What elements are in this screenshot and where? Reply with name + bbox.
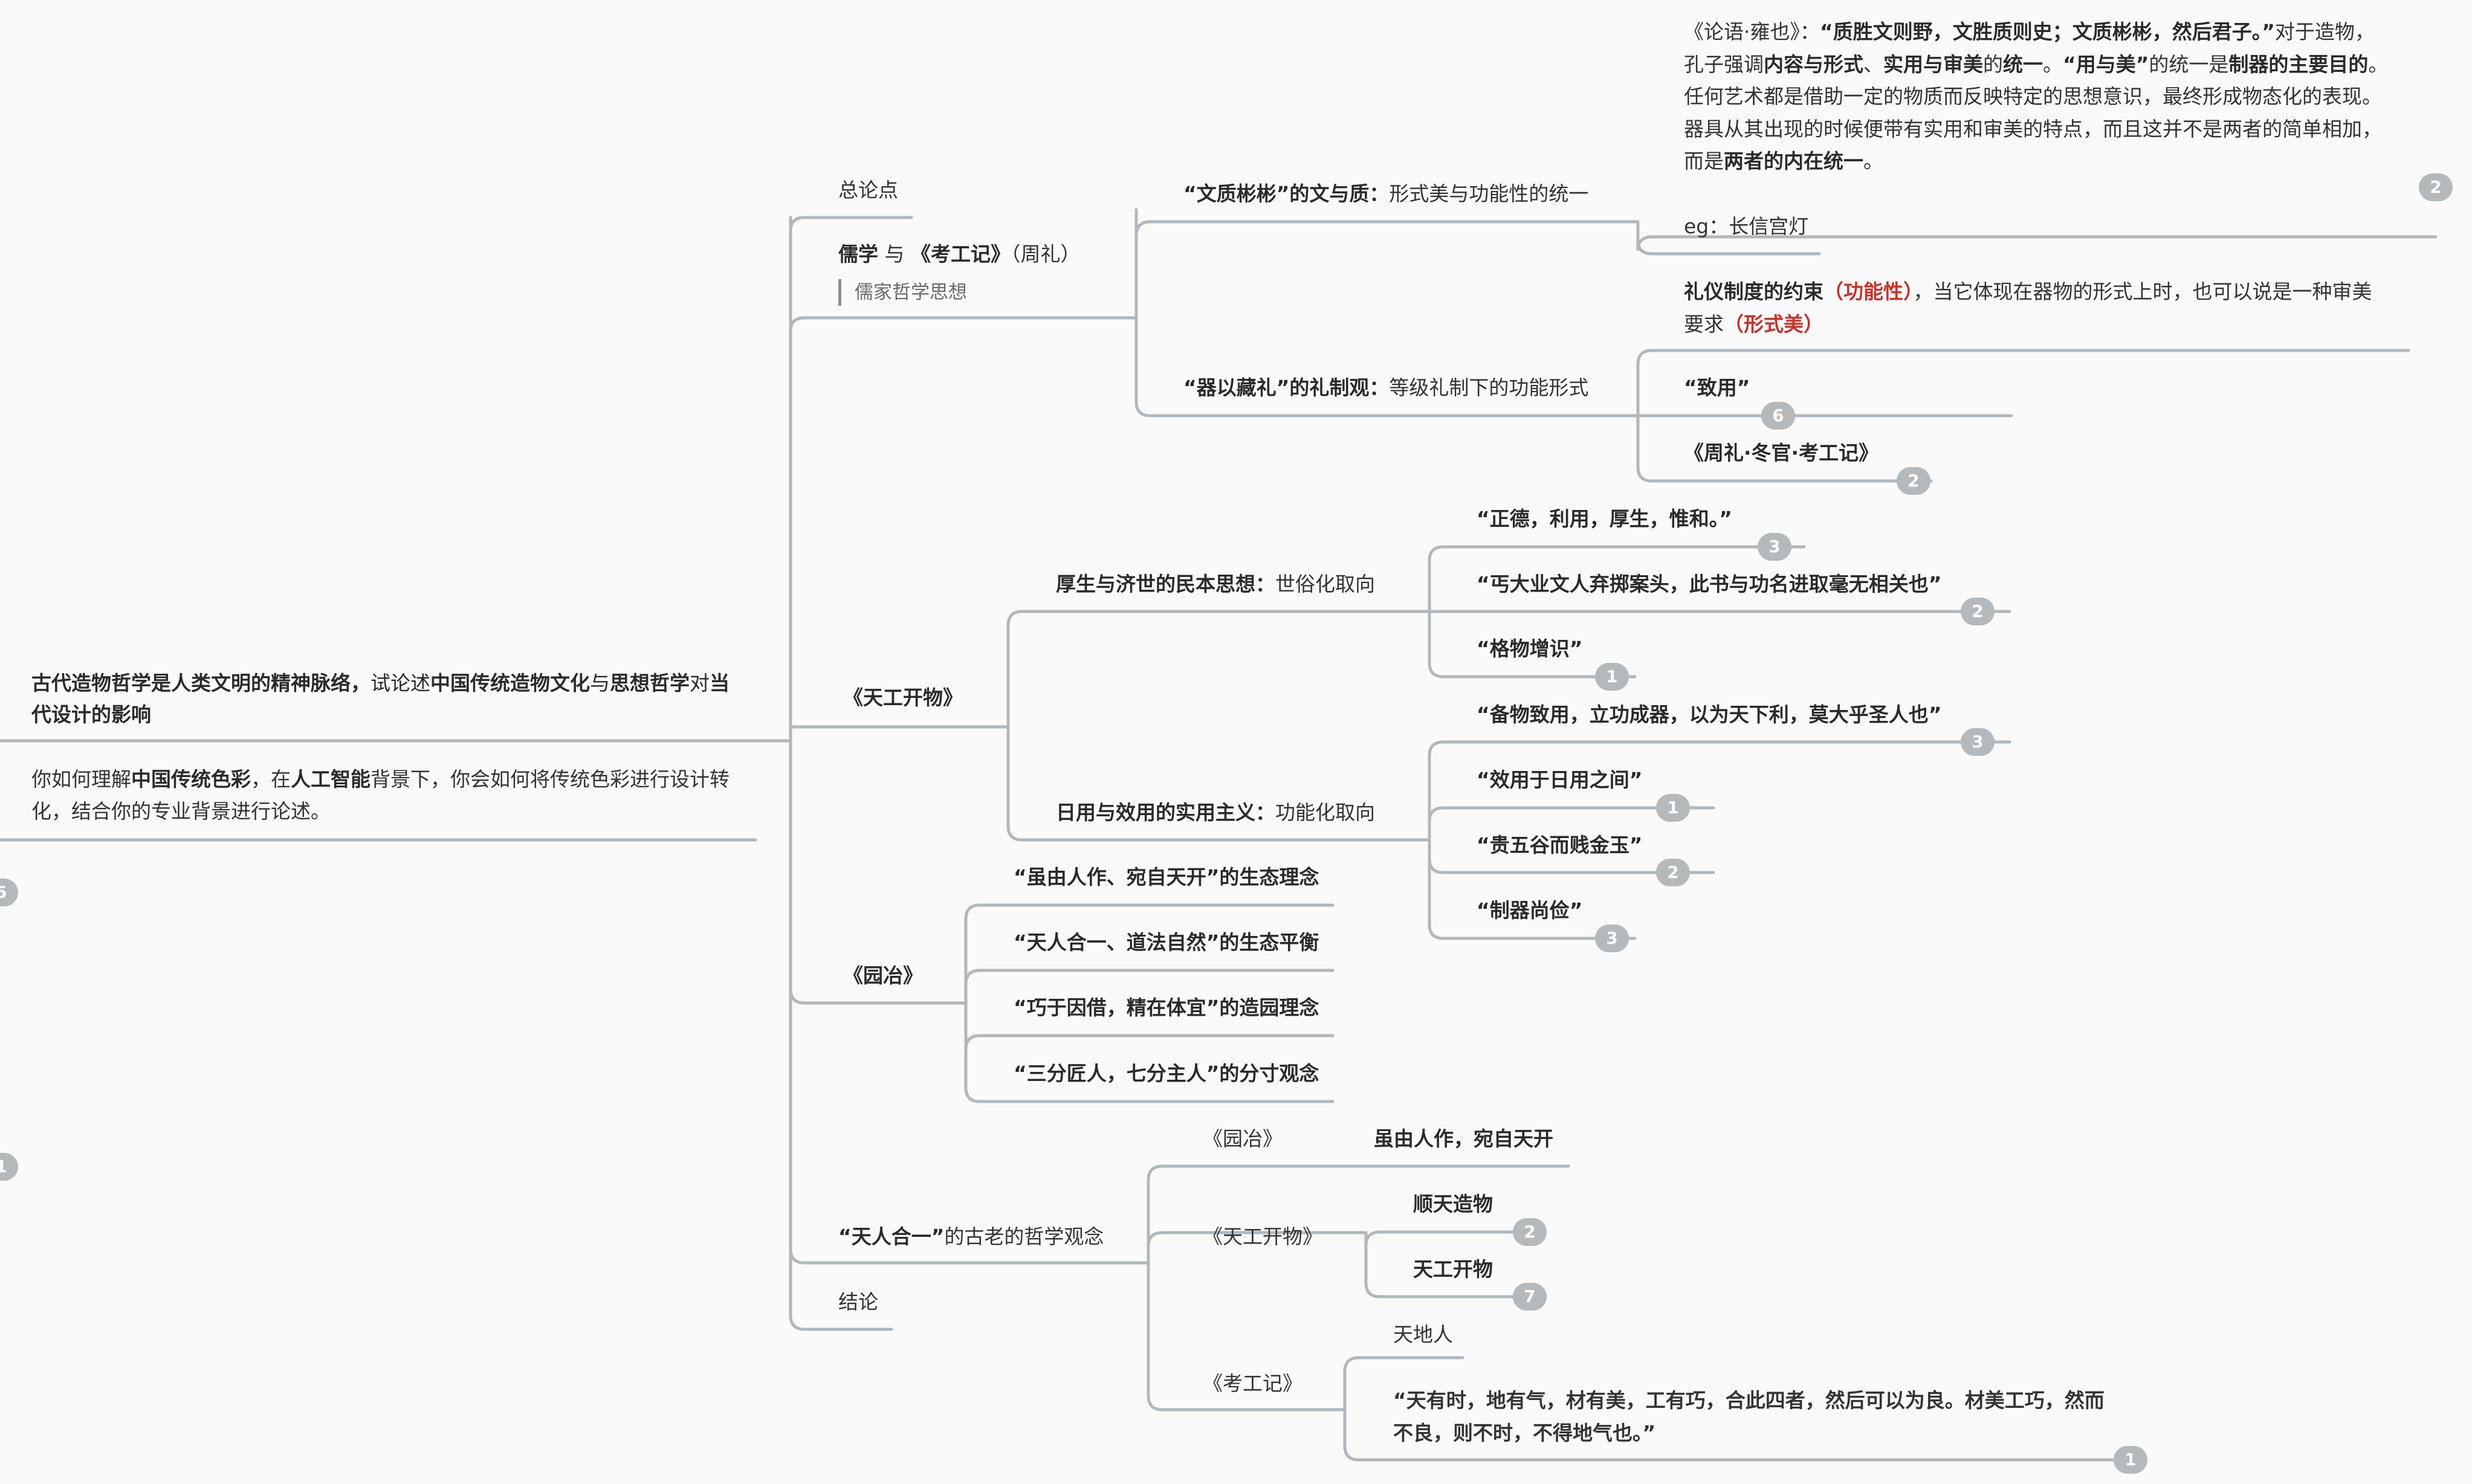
node-riyong-item[interactable]: “备物致用，立功成器，以为天下利，莫大乎圣人也” [1477, 703, 1942, 726]
node-yuanye-item[interactable]: “巧于因借，精在体宜”的造园理念 [1014, 996, 1319, 1019]
node-riyong-item[interactable]: “效用于日用之间” [1477, 768, 1643, 792]
node-tianren-tiangong[interactable]: 《天工开物》 [1203, 1225, 1322, 1248]
node-tianren-kaogong[interactable]: 《考工记》 [1203, 1372, 1302, 1395]
collapsed-count-badge[interactable]: 6 [1761, 402, 1795, 430]
branch-ruxue-note: 儒家哲学思想 [838, 279, 967, 306]
paragraph-line: “天有时，地有气，材有美，工有巧，合此四者，然后可以为良。材美工巧，然而 [1393, 1389, 2105, 1412]
paragraph-line: 任何艺术都是借助一定的物质而反映特定的思想意识，最终形成物态化的表现。 [1684, 85, 2382, 108]
node-housheng-item[interactable]: “丐大业文人弃掷案头，此书与功名进取毫无相关也” [1477, 572, 1942, 596]
collapsed-count-badge[interactable]: 3 [1758, 533, 1791, 561]
node-qiyi[interactable]: “器以藏礼”的礼制观：等级礼制下的功能形式 [1183, 376, 1589, 399]
paragraph-line: 器具从其出现的时候便带有实用和审美的特点，而且这并不是两者的简单相加， [1684, 117, 2382, 141]
node-tianren-kaogong-child[interactable]: 天地人 [1393, 1323, 1453, 1346]
root-question-line-1[interactable]: 你如何理解中国传统色彩，在人工智能背景下，你会如何将传统色彩进行设计转 [31, 767, 730, 791]
root-topic-line-2[interactable]: 代设计的影响 [31, 703, 151, 726]
paragraph-line: 要求（形式美） [1684, 312, 1823, 336]
collapsed-count-badge[interactable]: 2 [2419, 173, 2453, 201]
node-yuanye-item[interactable]: “三分匠人，七分主人”的分寸观念 [1014, 1062, 1319, 1085]
paragraph-line: 《论语·雍也》：“质胜文则野，文胜质则史；文质彬彬，然后君子。”对于造物， [1684, 20, 2375, 44]
node-housheng-item[interactable]: “格物增识” [1477, 637, 1583, 660]
root-topic-line-1[interactable]: 古代造物哲学是人类文明的精神脉络，试论述中国传统造物文化与思想哲学对当 [31, 671, 730, 695]
node-yuanye-item[interactable]: “天人合一、道法自然”的生态平衡 [1014, 931, 1319, 954]
paragraph-line: 不良，则不时，不得地气也。” [1393, 1421, 1656, 1445]
paragraph-line: 而是两者的内在统一。 [1684, 149, 1883, 173]
branch-tianren[interactable]: “天人合一”的古老的哲学观念 [838, 1225, 1104, 1248]
node-zhouli[interactable]: 《周礼·冬官·考工记》 [1684, 441, 1879, 465]
node-wenzhi-paragraph[interactable]: 《论语·雍也》：“质胜文则野，文胜质则史；文质彬彬，然后君子。”对于造物， 孔子… [1684, 16, 2388, 178]
node-yuanye-item[interactable]: “虽由人作、宛自天开”的生态理念 [1014, 865, 1319, 889]
node-wenzhi[interactable]: “文质彬彬”的文与质：形式美与功能性的统一 [1183, 182, 1589, 205]
collapsed-count-badge[interactable]: 3 [1595, 924, 1629, 952]
branch-yuanye[interactable]: 《园冶》 [843, 964, 923, 987]
branch-zonglun[interactable]: 总论点 [838, 178, 898, 202]
node-housheng[interactable]: 厚生与济世的民本思想：世俗化取向 [1056, 572, 1375, 596]
node-zhiyong[interactable]: “致用” [1684, 376, 1750, 399]
branch-jielun[interactable]: 结论 [838, 1290, 878, 1314]
node-riyong-item[interactable]: “制器尚俭” [1477, 898, 1583, 922]
node-tianren-tiangong-child[interactable]: 天工开物 [1413, 1257, 1493, 1281]
node-tianren-yuanye-child[interactable]: 虽由人作，宛自天开 [1374, 1127, 1553, 1150]
collapsed-count-badge[interactable]: 2 [1961, 598, 1995, 625]
collapsed-count-badge[interactable]: 2 [1513, 1218, 1547, 1246]
root-question-line-2[interactable]: 化，结合你的专业背景进行论述。 [31, 799, 331, 823]
node-eg[interactable]: eg：长信宫灯 [1684, 215, 1809, 238]
branch-tiangong[interactable]: 《天工开物》 [843, 686, 963, 709]
paragraph-line: 孔子强调内容与形式、实用与审美的统一。“用与美”的统一是制器的主要目的。 [1684, 52, 2389, 76]
node-housheng-item[interactable]: “正德，利用，厚生，惟和。” [1477, 507, 1732, 531]
collapsed-count-badge[interactable]: 2 [1656, 859, 1690, 886]
collapsed-count-badge[interactable]: 3 [1961, 728, 1995, 756]
node-tianren-tiangong-child[interactable]: 顺天造物 [1413, 1192, 1493, 1216]
collapsed-count-badge[interactable]: 1 [1595, 663, 1629, 691]
branch-ruxue[interactable]: 儒学 与 《考工记》（周礼） [838, 242, 1081, 266]
collapsed-count-badge[interactable]: 2 [1897, 467, 1930, 495]
collapsed-count-badge[interactable]: 7 [1513, 1283, 1547, 1311]
node-tianren-kaogong-quote[interactable]: “天有时，地有气，材有美，工有巧，合此四者，然后可以为良。材美工巧，然而 不良，… [1393, 1384, 2105, 1449]
collapsed-count-badge[interactable]: 1 [2114, 1446, 2147, 1474]
paragraph-line: 礼仪制度的约束（功能性），当它体现在器物的形式上时，也可以说是一种审美 [1684, 280, 2372, 303]
node-riyong-item[interactable]: “贵五谷而贱金玉” [1477, 833, 1643, 857]
collapsed-count-badge[interactable]: 1 [1656, 794, 1690, 822]
node-liyi[interactable]: 礼仪制度的约束（功能性），当它体现在器物的形式上时，也可以说是一种审美 要求（形… [1684, 276, 2372, 340]
node-tianren-yuanye[interactable]: 《园冶》 [1203, 1127, 1283, 1150]
node-riyong[interactable]: 日用与效用的实用主义：功能化取向 [1056, 801, 1375, 824]
